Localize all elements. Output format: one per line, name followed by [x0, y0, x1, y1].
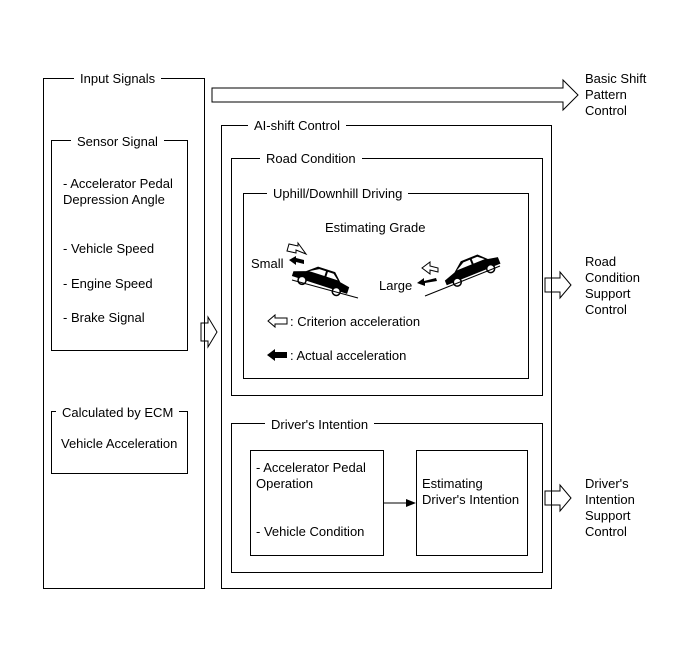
intention-inputs-box [250, 450, 384, 556]
small-grade-car [291, 266, 350, 297]
output-basic-shift: Basic Shift Pattern Control [585, 71, 647, 118]
legend-actual-label: : Actual acceleration [290, 348, 407, 363]
large-slope-line [424, 265, 501, 297]
intention-input-accelerator: - Accelerator Pedal Operation [256, 460, 366, 491]
small-slope-line [291, 279, 359, 299]
drivers-intention-title: Driver's Intention [265, 417, 375, 432]
sensor-item-engine-speed: - Engine Speed [63, 276, 153, 291]
legend-criterion-arrow [267, 313, 288, 329]
uphill-title: Uphill/Downhill Driving [267, 186, 409, 201]
large-grade-car [444, 254, 501, 287]
output-drivers-intention: Driver's Intention Support Control [585, 476, 635, 539]
ai-shift-box [221, 125, 552, 589]
intention-result-box [416, 450, 528, 556]
intention-result-label: Estimating Driver's Intention [422, 476, 520, 507]
calculated-title: Calculated by ECM [56, 405, 180, 420]
basic-shift-arrow [211, 78, 579, 112]
sensor-item-brake-signal: - Brake Signal [63, 310, 145, 325]
sensor-signal-title: Sensor Signal [71, 134, 164, 149]
estimating-grade-label: Estimating Grade [325, 220, 426, 235]
output-road-condition: Road Condition Support Control [585, 254, 640, 317]
sensor-item-accelerator: - Accelerator Pedal Depression Angle [63, 176, 173, 207]
large-label: Large [379, 278, 413, 293]
calculated-value: Vehicle Acceleration [61, 436, 178, 451]
small-label: Small [251, 256, 284, 271]
input-to-ai-arrow [200, 315, 218, 349]
sensor-item-vehicle-speed: - Vehicle Speed [63, 241, 155, 256]
input-signals-title: Input Signals [74, 71, 162, 86]
legend-criterion-label: : Criterion acceleration [290, 314, 421, 329]
road-condition-title: Road Condition [260, 151, 362, 166]
ai-shift-title: AI-shift Control [248, 118, 346, 133]
drivers-intention-box [231, 423, 543, 573]
intention-input-vehicle: - Vehicle Condition [256, 524, 365, 539]
road-condition-box [231, 158, 543, 396]
legend-actual-arrow [267, 349, 287, 361]
